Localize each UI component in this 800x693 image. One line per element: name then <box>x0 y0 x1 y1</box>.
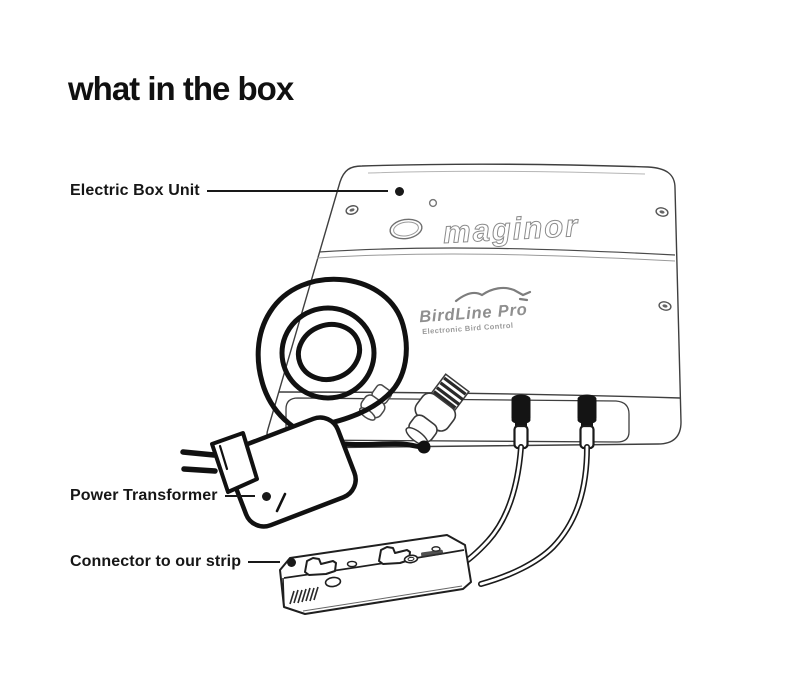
strip-clip <box>378 546 411 565</box>
screw-hole <box>345 205 359 215</box>
leader-dot <box>395 186 404 196</box>
adapter-seam-mark <box>275 492 287 513</box>
coil-ring <box>279 305 377 401</box>
strip-terminal <box>403 554 419 564</box>
box-seam-line-2 <box>316 253 676 262</box>
plug-head-bevel <box>218 444 229 471</box>
rail-top-line <box>278 391 681 399</box>
bird-icon <box>454 286 532 303</box>
leader-dot <box>262 491 271 501</box>
box-seam-line <box>318 247 676 256</box>
screw-hole <box>655 207 669 217</box>
strip-terminal <box>324 576 342 588</box>
strip-clip <box>304 557 337 576</box>
output-plugs-group <box>456 394 597 587</box>
logo-mark-oval <box>389 218 423 240</box>
plug-prong <box>180 449 217 458</box>
leader-line <box>206 190 388 192</box>
label-row-connector-strip: Connector to our strip <box>70 553 296 571</box>
screw-hole <box>658 301 672 311</box>
connector-strip-group <box>279 534 472 615</box>
power-cable-coil <box>255 276 431 454</box>
strip-left-edge <box>282 577 285 607</box>
power-transformer-group <box>180 415 358 529</box>
plug-prong <box>181 466 218 474</box>
plug-head <box>210 431 259 494</box>
coil-loop <box>255 276 426 450</box>
logo-mark-dot <box>428 198 438 208</box>
cable-end-dot <box>417 440 431 454</box>
output-cables <box>456 444 590 587</box>
strip-bottom-inner-line <box>302 585 463 612</box>
brand-logo-text: maginor <box>442 208 580 250</box>
cable-gland <box>405 373 470 446</box>
box-top-inner-line <box>367 170 646 175</box>
leader-line <box>224 495 255 497</box>
strip-label-badge <box>421 549 444 558</box>
coil-ring <box>295 322 363 382</box>
output-plug <box>577 394 597 450</box>
page-title: what in the box <box>68 70 294 107</box>
label-text-electric-box-unit: Electric Box Unit <box>70 182 200 199</box>
strip-terminal <box>346 560 358 568</box>
box-outline <box>266 163 682 449</box>
adapter-body <box>226 415 358 529</box>
output-plug <box>511 394 531 450</box>
output-cable <box>456 444 524 569</box>
label-text-connector-strip: Connector to our strip <box>70 553 242 570</box>
label-row-electric-box-unit: Electric Box Unit <box>70 182 404 200</box>
leader-dot <box>287 557 296 567</box>
label-text-power-transformer: Power Transformer <box>70 487 218 504</box>
strip-grip-hatch <box>289 586 319 605</box>
label-row-power-transformer: Power Transformer <box>70 487 271 505</box>
leader-line <box>248 561 280 563</box>
